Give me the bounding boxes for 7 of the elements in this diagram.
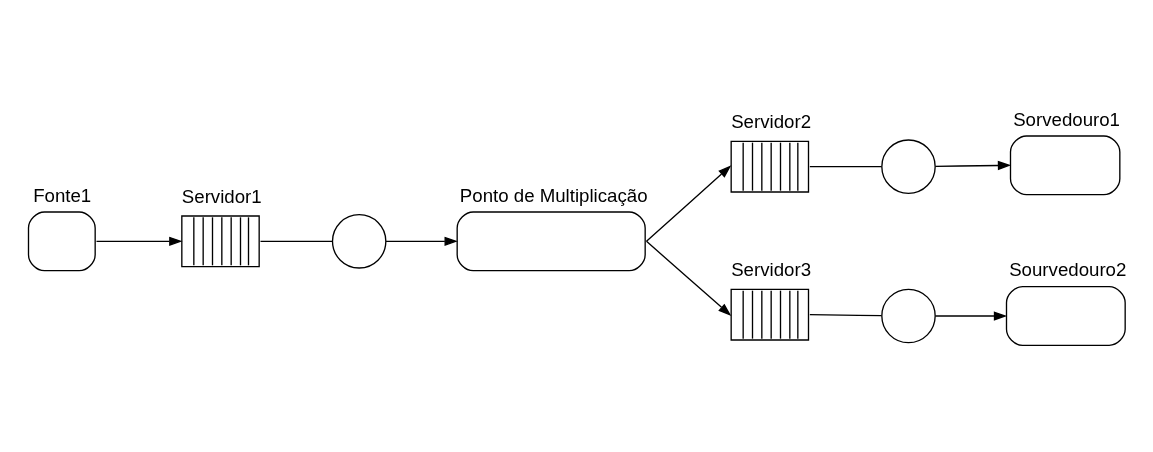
node-label: Servidor2	[731, 111, 812, 133]
node-label: Sourvedouro2	[1009, 259, 1127, 281]
node-label: Sorvedouro1	[1013, 108, 1120, 130]
node-label: Servidor1	[181, 185, 262, 207]
node-label: Ponto de Multiplicação	[459, 184, 648, 206]
node-label: Fonte1	[33, 184, 92, 206]
node-label: Servidor3	[731, 259, 812, 281]
